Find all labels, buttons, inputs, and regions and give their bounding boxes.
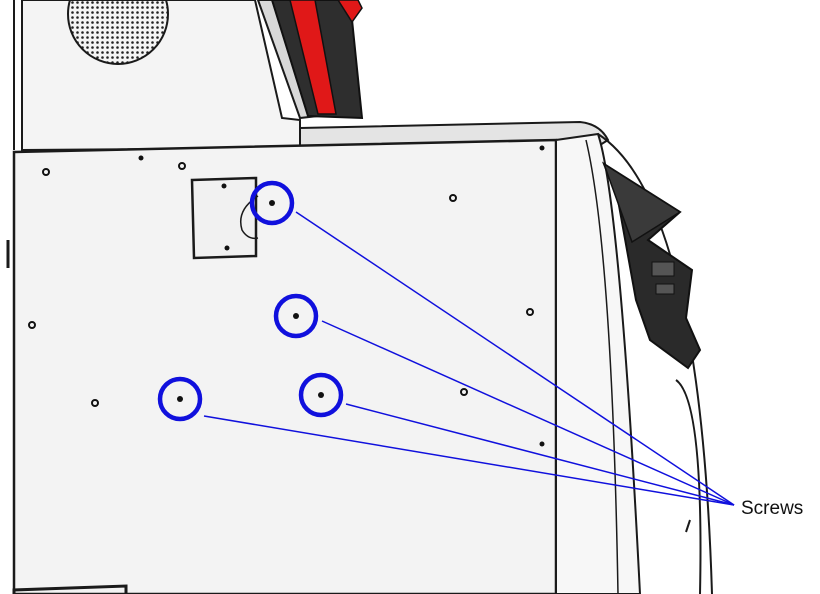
access-plate <box>190 176 259 260</box>
screw-4 <box>157 376 203 422</box>
screw-3 <box>298 372 344 418</box>
screw-2 <box>273 293 319 339</box>
callout-leader-lines <box>203 211 735 506</box>
callout-label: Screws <box>741 498 803 519</box>
main-side-panel <box>6 138 558 594</box>
panel-holes <box>28 145 545 447</box>
bottom-cutout <box>12 584 128 594</box>
speaker-grille <box>67 0 169 65</box>
upper-cabinet <box>13 0 301 152</box>
top-bracket-assembly <box>256 0 364 120</box>
screw-1 <box>249 180 295 226</box>
front-mechanism <box>601 161 702 370</box>
